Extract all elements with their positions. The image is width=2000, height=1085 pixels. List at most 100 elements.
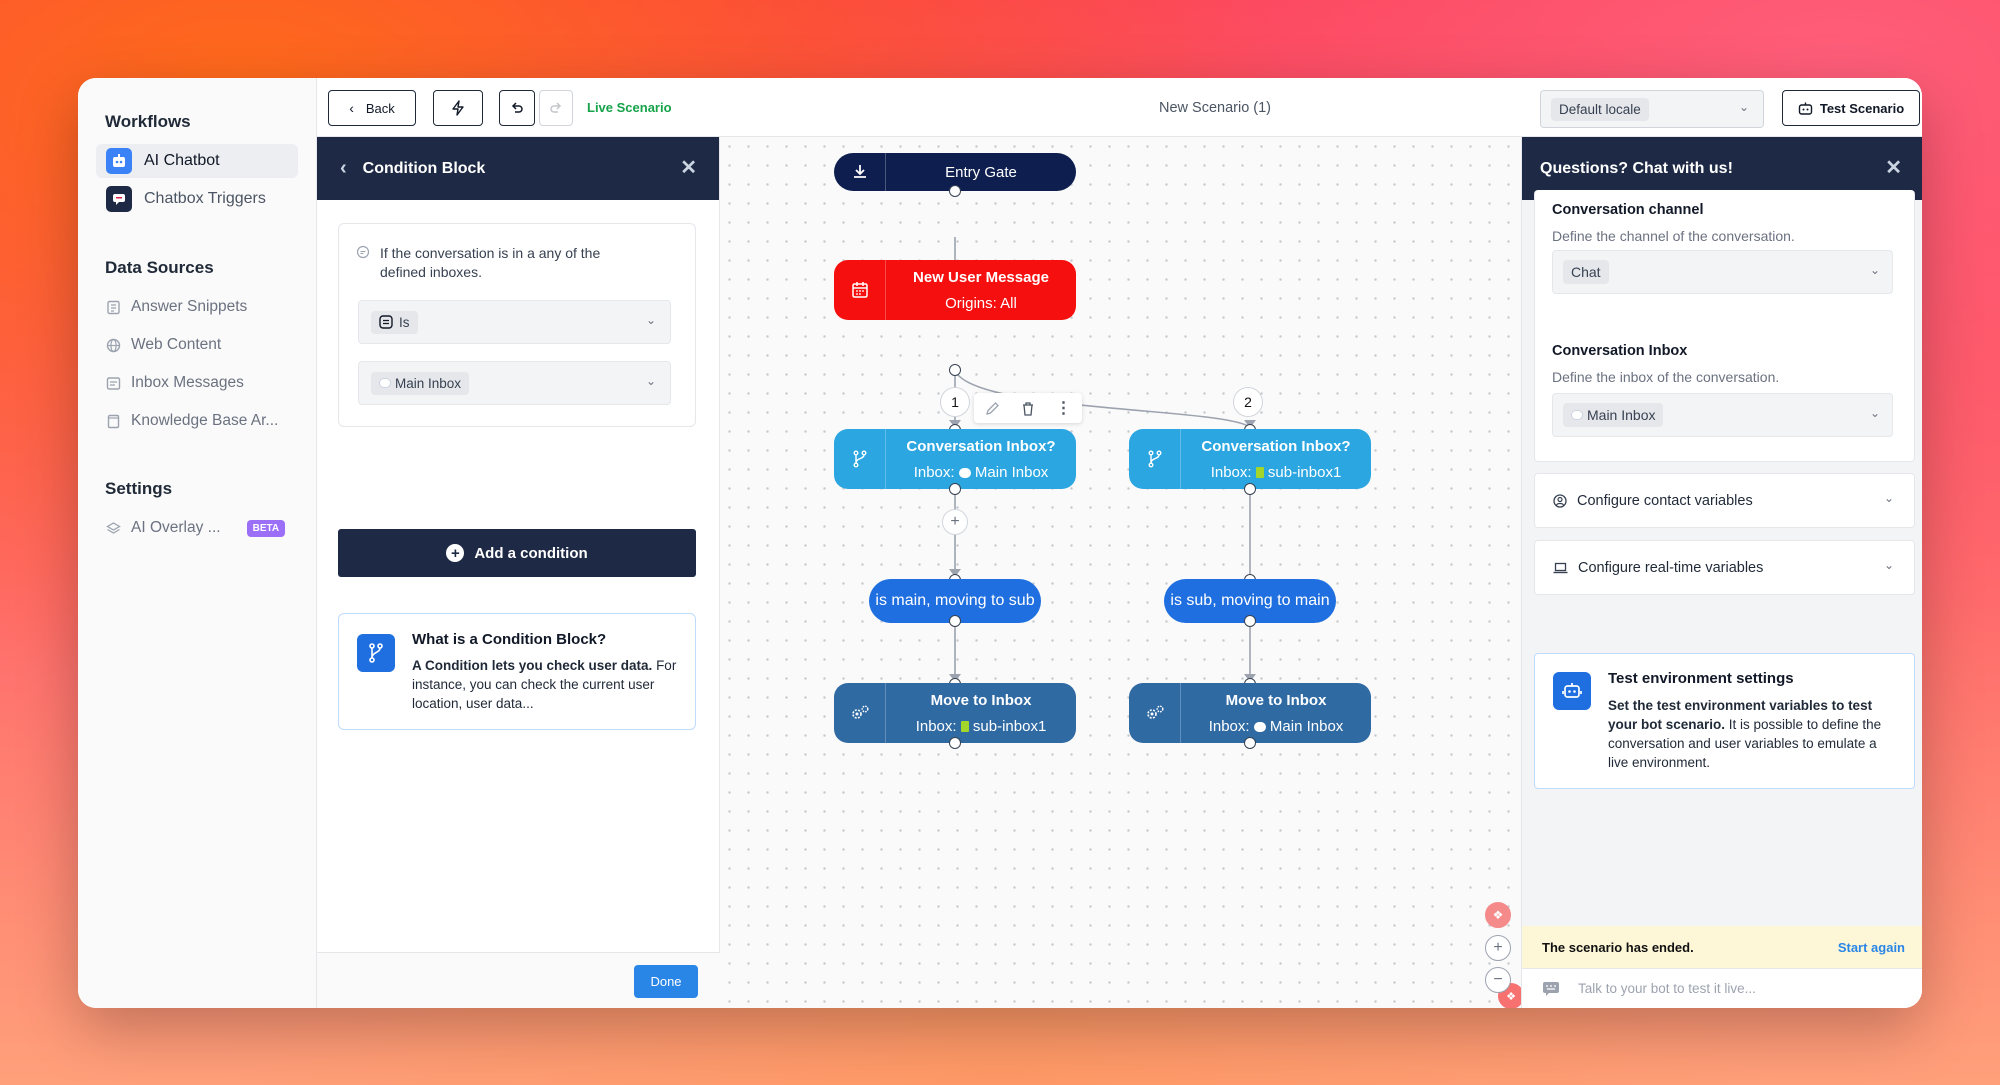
user-circle-icon — [1553, 493, 1567, 508]
page-title[interactable]: New Scenario (1) — [1159, 100, 1272, 116]
laptop-icon — [1553, 562, 1568, 573]
connector-dot[interactable] — [949, 615, 961, 627]
redo-button[interactable] — [539, 90, 573, 126]
test-panel: Questions? Chat with us! ✕ Conversation … — [1521, 137, 1922, 1008]
entry-gate-node[interactable]: Entry Gate — [834, 153, 1076, 191]
gears-icon — [1129, 683, 1181, 743]
node-subtitle-prefix: Inbox: — [1210, 463, 1252, 481]
done-button[interactable]: Done — [634, 965, 698, 998]
connector-dot[interactable] — [949, 185, 961, 197]
sidebar-item-answer-snippets[interactable]: Answer Snippets — [106, 298, 247, 316]
sidebar-item-web-content[interactable]: Web Content — [106, 336, 221, 354]
close-icon[interactable]: ✕ — [680, 157, 697, 179]
operator-select[interactable]: Is ⌄ — [358, 300, 671, 344]
back-button[interactable]: ‹ Back — [328, 90, 416, 126]
inbox-value: Main Inbox — [1587, 407, 1656, 423]
new-user-message-node[interactable]: New User Message Origins: All — [834, 260, 1076, 320]
conversation-inbox-select[interactable]: Main Inbox ⌄ — [1552, 393, 1893, 437]
info-card: What is a Condition Block? A Condition l… — [338, 613, 696, 730]
calendar-icon — [834, 260, 886, 320]
sidebar-item-ai-overlay[interactable]: AI Overlay ... BETA — [106, 519, 286, 537]
entry-gate-label: Entry Gate — [945, 163, 1017, 181]
connector-dot[interactable] — [1244, 737, 1256, 749]
condition-panel-header: ‹ Condition Block ✕ — [317, 137, 719, 200]
scenario-ended-text: The scenario has ended. — [1542, 939, 1694, 955]
chevron-left-icon: ‹ — [349, 100, 354, 116]
sidebar-item-ai-chatbot[interactable]: AI Chatbot — [96, 144, 298, 178]
operator-value: Is — [399, 314, 410, 330]
minus-icon: − — [1493, 971, 1503, 988]
sidebar-item-label: AI Overlay ... — [131, 519, 221, 536]
chat-keyboard-icon — [1543, 981, 1559, 996]
realtime-variables-accordion[interactable]: Configure real-time variables ⌄ — [1534, 540, 1915, 595]
connector-dot[interactable] — [949, 483, 961, 495]
sidebar-item-chatbox-triggers[interactable]: Chatbox Triggers — [96, 182, 298, 216]
connector-dot[interactable] — [949, 737, 961, 749]
lightning-icon — [452, 100, 464, 116]
branch-badge-1[interactable]: 1 — [940, 387, 970, 417]
node-title: New User Message — [913, 268, 1049, 286]
inbox-value: Main Inbox — [395, 375, 462, 391]
test-panel-title: Questions? Chat with us! — [1540, 159, 1733, 177]
pencil-icon[interactable] — [985, 401, 1000, 416]
realtime-variables-label: Configure real-time variables — [1578, 559, 1764, 576]
reset-view-icon: ❖ — [1492, 908, 1504, 922]
channel-desc: Define the channel of the conversation. — [1552, 228, 1795, 244]
chevron-down-icon: ⌄ — [645, 374, 656, 388]
chevron-down-icon: ⌄ — [1869, 263, 1880, 277]
locale-select[interactable]: Default locale ⌄ — [1540, 90, 1764, 128]
sidebar-item-knowledge-base[interactable]: Knowledge Base Ar... — [106, 412, 278, 430]
trash-icon[interactable] — [1021, 401, 1035, 416]
chevron-left-icon[interactable]: ‹ — [340, 157, 347, 179]
chat-bubble-icon — [958, 467, 971, 478]
condition-node-main[interactable]: Conversation Inbox? Inbox: Main Inbox — [834, 429, 1076, 489]
beta-badge: BETA — [246, 519, 286, 537]
test-scenario-button[interactable]: Test Scenario — [1782, 90, 1920, 126]
contact-variables-accordion[interactable]: Configure contact variables ⌄ — [1534, 473, 1915, 528]
green-inbox-icon — [1255, 467, 1264, 479]
chat-bubble-icon — [379, 378, 391, 388]
add-step-button[interactable]: + — [942, 509, 968, 535]
lightning-button[interactable] — [433, 90, 483, 126]
move-inbox-node-2[interactable]: Move to Inbox Inbox: Main Inbox — [1129, 683, 1371, 743]
inbox-select[interactable]: Main Inbox ⌄ — [358, 361, 671, 405]
move-inbox-node-1[interactable]: Move to Inbox Inbox: sub-inbox1 — [834, 683, 1076, 743]
channel-value: Chat — [1563, 260, 1609, 284]
node-subtitle-value: sub-inbox1 — [1267, 463, 1342, 481]
reset-view-button[interactable]: ❖ — [1485, 902, 1511, 928]
flow-canvas[interactable]: Entry Gate New User Message Origins: All… — [720, 137, 1524, 1008]
node-subtitle-value: Main Inbox — [974, 463, 1049, 481]
undo-button[interactable] — [499, 90, 535, 126]
connector-dot[interactable] — [1244, 615, 1256, 627]
chat-input[interactable]: Talk to your bot to test it live... — [1522, 968, 1922, 1008]
data-sources-heading: Data Sources — [105, 258, 214, 277]
test-env-bold: Set the test environment variables to te… — [1608, 698, 1873, 732]
connector-dot[interactable] — [949, 364, 961, 376]
info-text: For instance, you can check the current … — [412, 658, 677, 711]
connector-dot[interactable] — [1244, 483, 1256, 495]
sidebar-item-label: Inbox Messages — [131, 374, 244, 391]
robot-icon — [106, 148, 132, 174]
branch-badge-2[interactable]: 2 — [1233, 387, 1263, 417]
node-subtitle: Inbox: Main Inbox — [886, 464, 1076, 481]
branch-icon — [834, 429, 886, 489]
chevron-down-icon: ⌄ — [1883, 491, 1894, 505]
add-condition-button[interactable]: + Add a condition — [338, 529, 696, 577]
node-subtitle-prefix: Inbox: — [915, 717, 957, 735]
condition-description: If the conversation is in a any of the d… — [380, 245, 601, 280]
condition-node-sub[interactable]: Conversation Inbox? Inbox: sub-inbox1 — [1129, 429, 1371, 489]
sidebar-item-inbox-messages[interactable]: Inbox Messages — [106, 374, 244, 392]
app-window: Workflows AI Chatbot Chatbox Triggers Da… — [78, 78, 1922, 1008]
start-again-link[interactable]: Start again — [1837, 939, 1905, 955]
node-subtitle: Origins: All — [945, 294, 1017, 312]
close-icon[interactable]: ✕ — [1885, 157, 1902, 179]
channel-label: Conversation channel — [1552, 202, 1704, 218]
message-node-sub[interactable]: is sub, moving to main — [1164, 579, 1336, 623]
workflows-heading: Workflows — [105, 112, 191, 131]
live-scenario-link[interactable]: Live Scenario — [587, 100, 672, 115]
channel-select[interactable]: Chat ⌄ — [1552, 250, 1893, 294]
zoom-in-button[interactable]: + — [1485, 935, 1511, 961]
zoom-out-button[interactable]: − — [1485, 967, 1511, 993]
kebab-icon[interactable]: ⋮ — [1055, 400, 1072, 417]
green-inbox-icon — [960, 721, 969, 733]
